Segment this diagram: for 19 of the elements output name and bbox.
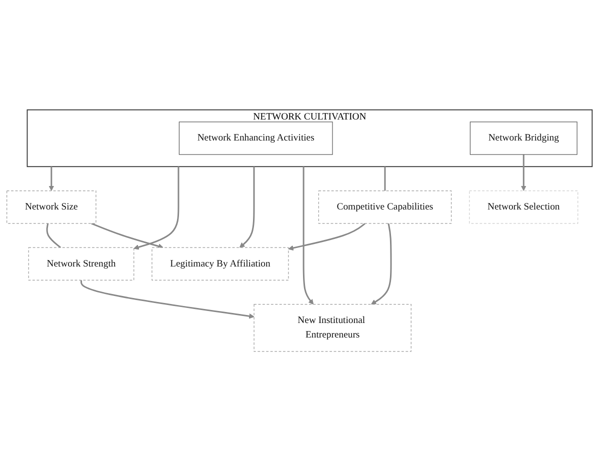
- node-box: New Institutional Entrepreneurs: [254, 304, 412, 352]
- node-box: Network Strength: [28, 248, 134, 281]
- node-box: Competitive Capabilities: [318, 190, 452, 224]
- arrow: [134, 166, 180, 250]
- connector: [384, 166, 386, 192]
- connector: [46, 224, 62, 248]
- arrow: [239, 166, 255, 248]
- node-box: Network Enhancing Activities: [178, 122, 333, 156]
- arrow: [520, 154, 526, 192]
- node-box: Network Size: [6, 190, 96, 224]
- node-box: Network Selection: [469, 190, 578, 224]
- arrow: [80, 280, 254, 320]
- arrow: [302, 166, 314, 305]
- arrow: [370, 224, 392, 305]
- arrow: [48, 166, 54, 192]
- arrow: [288, 223, 366, 251]
- node-box: Network Bridging: [470, 122, 578, 156]
- node-box: Legitimacy By Affiliation: [152, 248, 289, 281]
- arrow: [91, 223, 164, 250]
